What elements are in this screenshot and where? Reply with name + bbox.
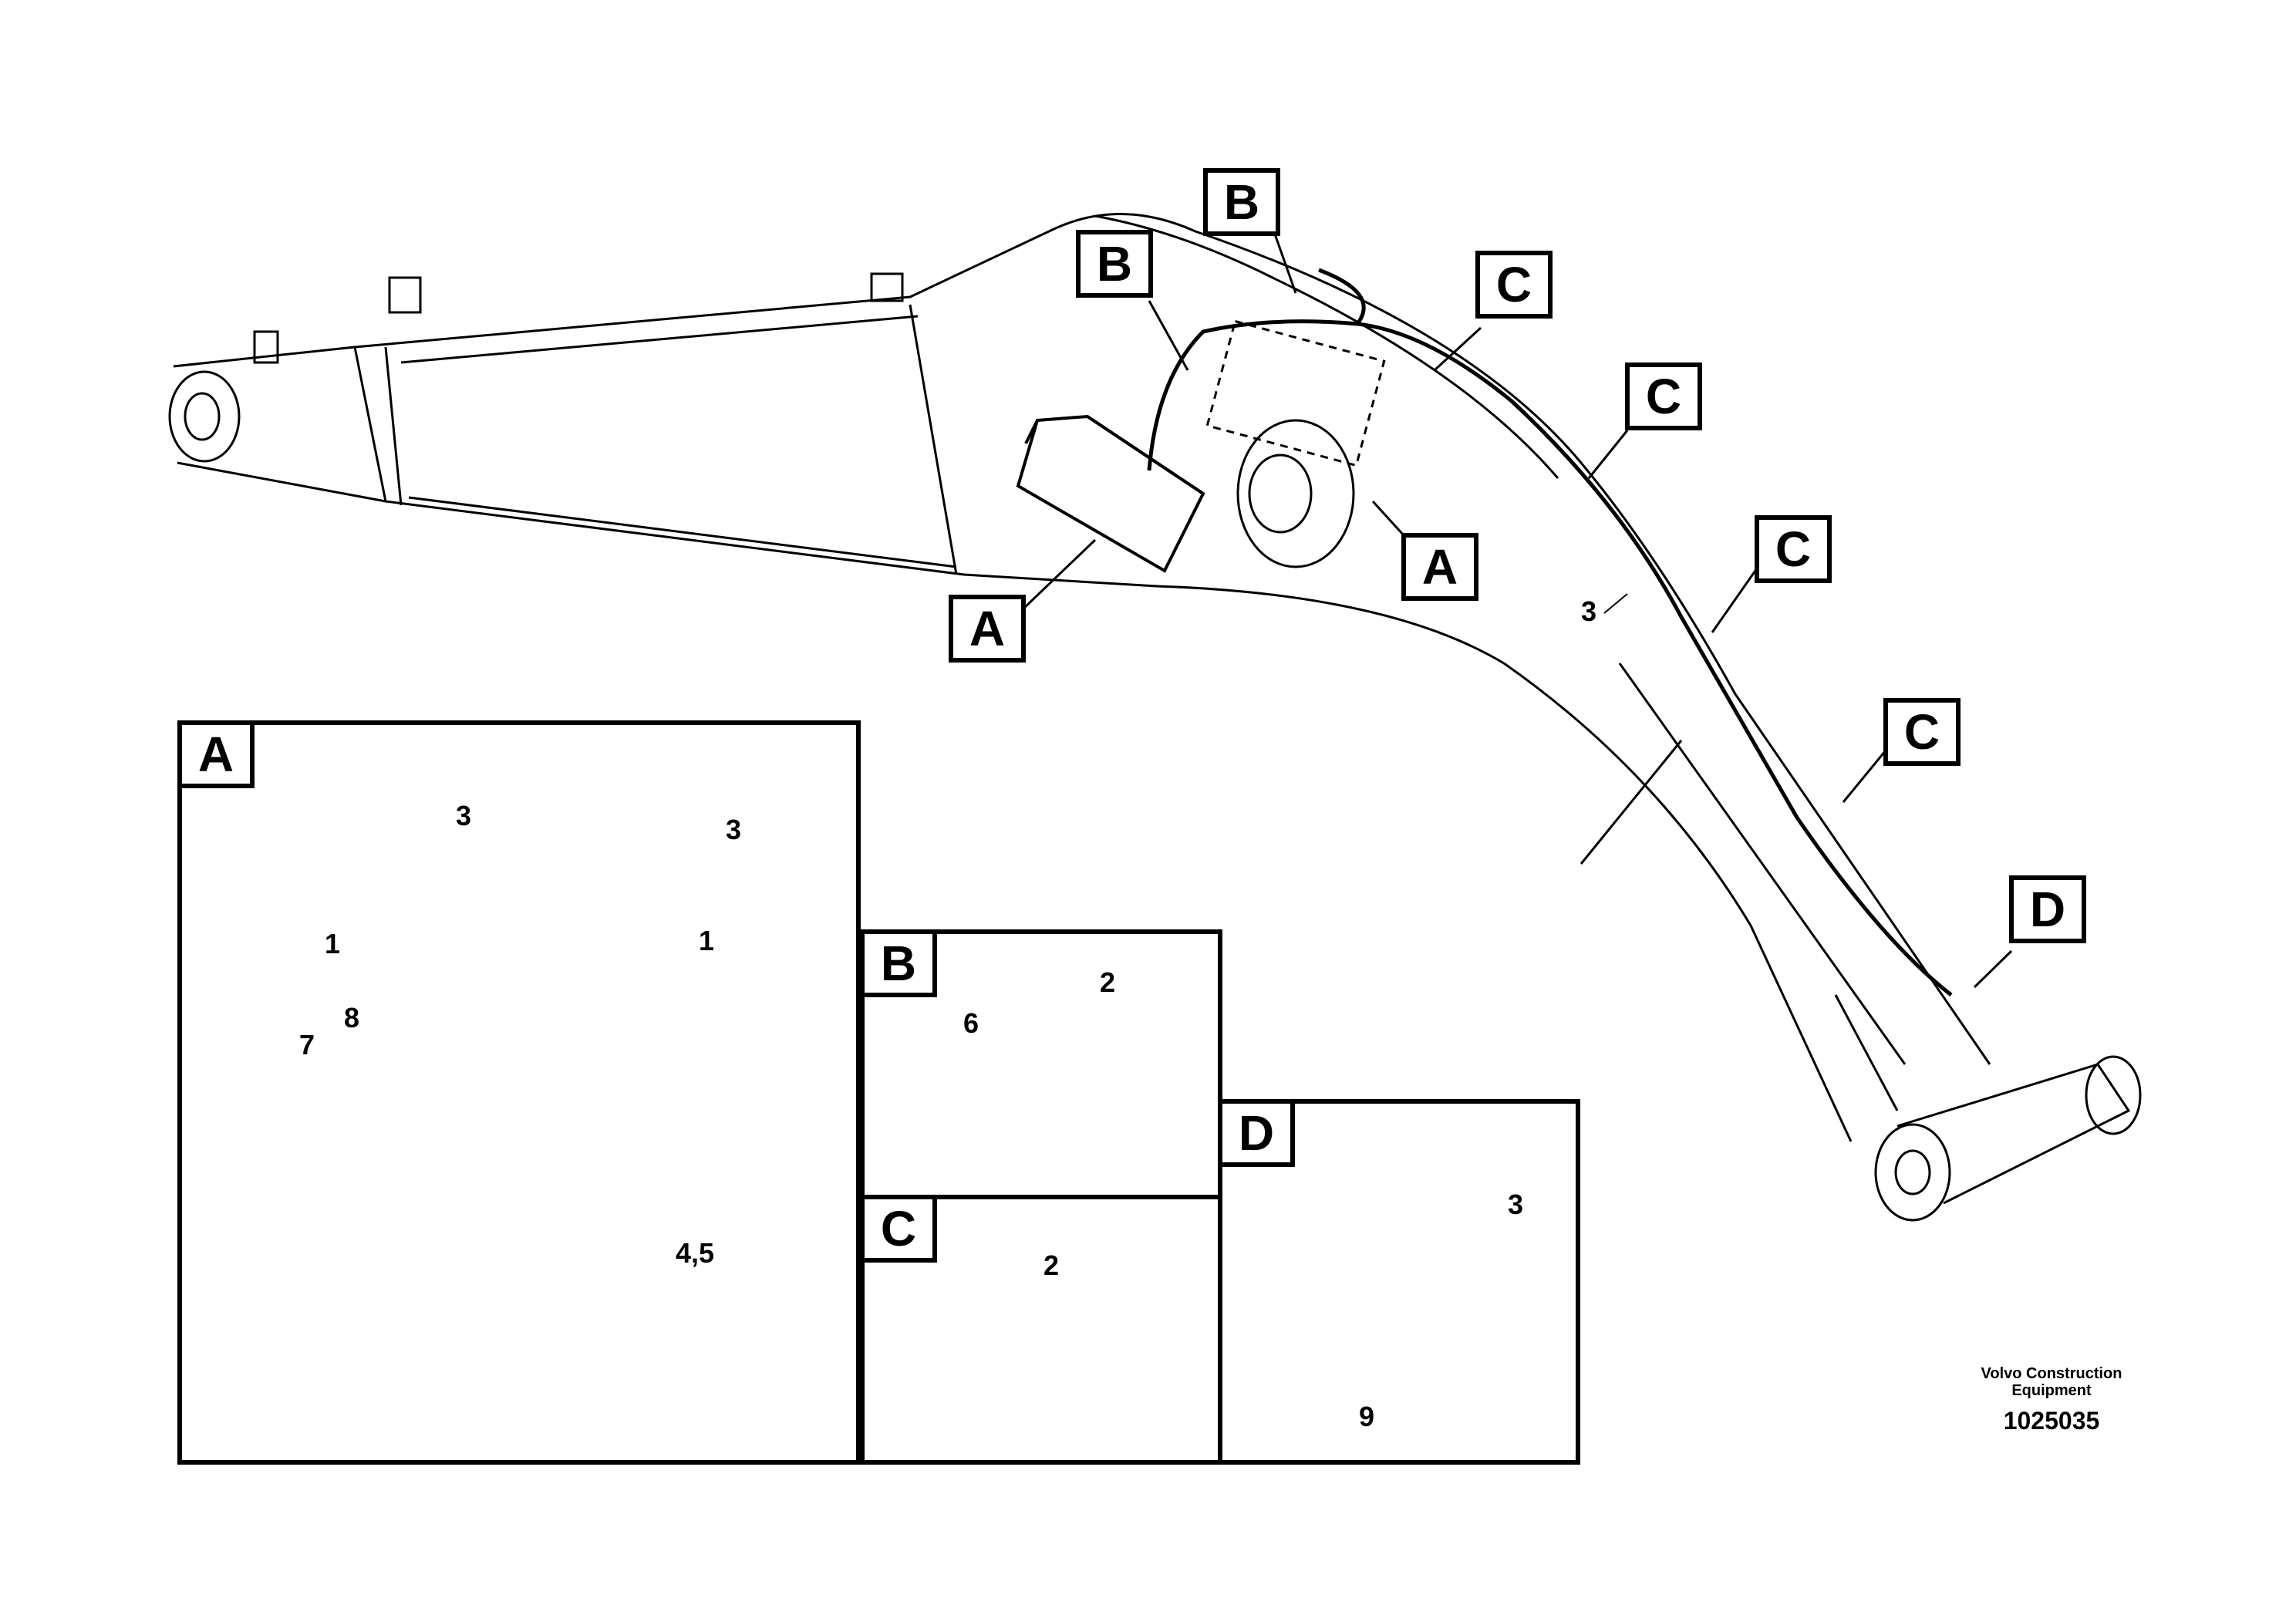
callout-C-2: C	[1625, 363, 1702, 430]
sensor-mount	[1205, 319, 1386, 568]
part-label-3-right: 3	[726, 814, 742, 845]
cable-harness	[1147, 268, 1953, 996]
callout-B-left: B	[1076, 230, 1153, 298]
detail-panel-C: C 2	[860, 1195, 1222, 1465]
boom-outline	[168, 213, 2142, 1222]
part-label-2-B: 2	[1100, 966, 1116, 998]
brand-line-1: Volvo Construction	[1981, 1365, 2122, 1382]
callout-D: D	[2009, 875, 2086, 943]
part-label-9: 9	[1359, 1401, 1375, 1432]
callout-C-1: C	[1475, 251, 1553, 319]
callout-A-right: A	[1401, 533, 1478, 601]
detail-panel-A: A 3 3 1 1 8 7 4,5	[177, 720, 861, 1465]
part-label-4-5: 4,5	[676, 1237, 715, 1269]
part-label-3-left: 3	[456, 800, 472, 831]
main-part-label-3: 3	[1581, 595, 1597, 627]
panel-tag-A: A	[177, 720, 255, 788]
counterweight-box	[1016, 414, 1205, 573]
part-label-8: 8	[344, 1002, 360, 1034]
part-label-2-C: 2	[1043, 1249, 1060, 1281]
callout-A-left: A	[949, 595, 1026, 663]
figure-code: 1025035	[2003, 1407, 2100, 1435]
callout-C-4: C	[1883, 698, 1961, 766]
catalog-footer: Volvo Construction Equipment 1025035	[1944, 1365, 2159, 1435]
part-label-6: 6	[963, 1007, 979, 1039]
part-label-1-right: 1	[699, 925, 715, 956]
callout-B-right: B	[1203, 168, 1280, 236]
part-label-7: 7	[299, 1029, 315, 1061]
panel-tag-D: D	[1218, 1099, 1295, 1167]
panel-tag-B: B	[860, 929, 937, 997]
brand-line-2: Equipment	[2011, 1382, 2092, 1399]
detail-panel-D: D 3 9	[1218, 1099, 1580, 1465]
detail-panel-B: B 2 6	[860, 929, 1222, 1199]
callout-leaders	[1021, 227, 2013, 989]
part-label-3-D: 3	[1508, 1189, 1524, 1220]
part-label-1-left: 1	[325, 928, 341, 959]
panel-tag-C: C	[860, 1195, 937, 1263]
callout-C-3: C	[1755, 515, 1832, 583]
